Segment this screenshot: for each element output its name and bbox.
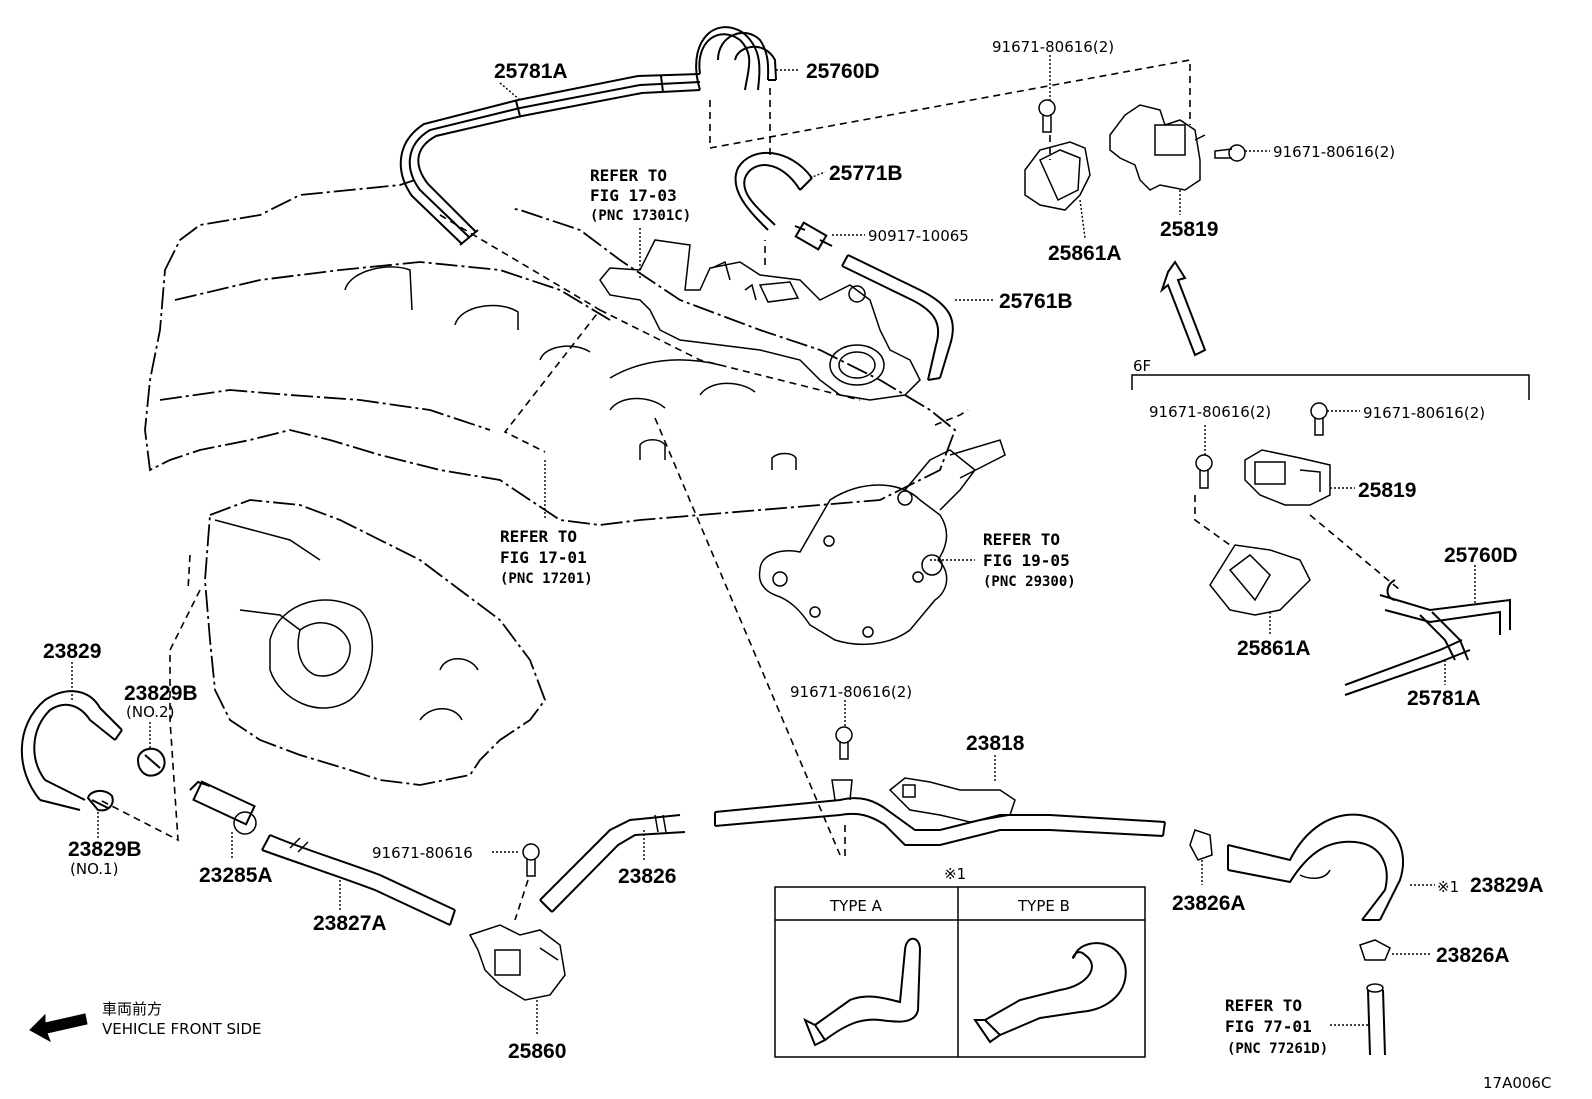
clamp-23829B-no1 — [86, 790, 114, 812]
label-6f: 6F — [1133, 357, 1151, 375]
hose-23826 — [539, 814, 686, 913]
type-b-hose-icon — [973, 942, 1127, 1044]
label-23826: 23826 — [618, 865, 676, 888]
leader-25760D — [709, 59, 1191, 149]
bolt-top-right — [1214, 144, 1246, 162]
type-box — [774, 886, 1146, 1058]
type-box-mark: ※1 — [944, 865, 966, 883]
hose-25760D — [695, 26, 777, 91]
group-6f-frame — [1131, 374, 1530, 400]
label-25760D-top: 25760D — [806, 60, 880, 83]
label-6f-25760D: 25760D — [1444, 544, 1518, 567]
label-23826A-b: 23826A — [1436, 944, 1510, 967]
label-25819-top: 25819 — [1160, 218, 1218, 241]
label-23829B-no1-sub: (NO.1) — [70, 860, 118, 878]
vsv-25819-top — [1109, 104, 1206, 191]
ref-1703-line1: REFER TO — [590, 166, 667, 185]
bracket-25861A-top — [1024, 141, 1091, 211]
label-23829A-mark: ※1 — [1437, 878, 1459, 896]
type-a-hose-icon — [803, 937, 922, 1047]
ref-1703-line3: (PNC 17301C) — [590, 208, 691, 224]
hose-23827A — [261, 834, 456, 926]
label-90917: 90917-10065 — [868, 227, 969, 245]
hose-6f-25781A — [1344, 611, 1471, 696]
type-a-label: TYPE A — [829, 897, 883, 915]
label-91671-right: 91671-80616(2) — [1273, 143, 1395, 161]
type-b-label: TYPE B — [1017, 897, 1070, 915]
ref-1701-line3: (PNC 17201) — [500, 571, 593, 587]
valve-90917 — [794, 221, 833, 251]
ref-1905-line3: (PNC 29300) — [983, 574, 1076, 590]
label-23818: 23818 — [966, 732, 1025, 755]
label-25761B: 25761B — [999, 290, 1073, 313]
ref-7701-line2: FIG 77-01 — [1225, 1017, 1312, 1036]
ref-7701-line1: REFER TO — [1225, 996, 1302, 1015]
vacuum-pump — [758, 439, 1006, 646]
sensor-23285A — [189, 780, 257, 835]
vsv-25819-6f — [1244, 449, 1331, 506]
label-6f-91671-b: 91671-80616(2) — [1363, 404, 1485, 422]
front-jp-label: 車両前方 — [102, 1000, 162, 1018]
label-91671-single: 91671-80616 — [372, 844, 473, 862]
ref-1701-line1: REFER TO — [500, 527, 577, 546]
hose-23829 — [20, 690, 123, 811]
label-25860: 25860 — [508, 1040, 566, 1063]
label-23826A-a: 23826A — [1172, 892, 1246, 915]
ref-7701-line3: (PNC 77261D) — [1227, 1041, 1328, 1057]
label-6f-25781A: 25781A — [1407, 687, 1481, 710]
label-6f-25861A: 25861A — [1237, 637, 1311, 660]
label-6f-91671-a: 91671-80616(2) — [1149, 403, 1271, 421]
label-91671-top: 91671-80616(2) — [992, 38, 1114, 56]
front-en-label: VEHICLE FRONT SIDE — [102, 1020, 262, 1038]
diagram-code: 17A006C — [1483, 1074, 1551, 1092]
hose-25761B — [841, 254, 954, 381]
hose-25771B — [734, 151, 813, 231]
ref-1905-line2: FIG 19-05 — [983, 551, 1070, 570]
label-23827A: 23827A — [313, 912, 387, 935]
label-23829A: 23829A — [1470, 874, 1544, 897]
pipe-23818 — [714, 777, 1166, 846]
bolt-mid — [835, 726, 853, 760]
front-arrow-icon — [29, 1013, 88, 1043]
labels: 25781A 25760D 25771B 90917-10065 25761B … — [43, 38, 1551, 1092]
arrow-up — [1159, 260, 1207, 357]
ref-1701-line2: FIG 17-01 — [500, 548, 587, 567]
pipe-ref-77 — [1366, 983, 1386, 1056]
hose-23829A — [1227, 813, 1405, 921]
leader-lines — [71, 55, 1476, 1035]
label-91671-mid: 91671-80616(2) — [790, 683, 912, 701]
label-23829B-no2: 23829B — [124, 682, 198, 705]
label-23829: 23829 — [43, 640, 101, 663]
bracket-25861A-6f — [1209, 544, 1311, 616]
label-25861A-top: 25861A — [1048, 242, 1122, 265]
ref-1905-line1: REFER TO — [983, 530, 1060, 549]
label-25781A-top: 25781A — [494, 60, 568, 83]
vsv-25860 — [468, 924, 566, 1001]
bolt-6f-a — [1195, 454, 1213, 489]
label-23285A: 23285A — [199, 864, 273, 887]
engine-outline — [99, 174, 957, 842]
clamp-23826A-b — [1359, 939, 1391, 961]
hose-25781A — [399, 73, 701, 246]
label-6f-25819: 25819 — [1358, 479, 1416, 502]
label-25771B: 25771B — [829, 162, 903, 185]
label-23829B-no1: 23829B — [68, 838, 142, 861]
label-23829B-no2-sub: (NO.2) — [126, 703, 174, 721]
bolt-6f-b — [1310, 402, 1328, 436]
hose-6f-25760D — [1379, 579, 1511, 635]
clamp-23826A-a — [1189, 829, 1213, 861]
bolt-lower-left — [522, 843, 540, 877]
clamp-23829B-no2 — [136, 747, 166, 777]
bolt-top-left — [1038, 99, 1056, 133]
ref-1703-line2: FIG 17-03 — [590, 186, 677, 205]
intake-manifold — [599, 239, 921, 401]
